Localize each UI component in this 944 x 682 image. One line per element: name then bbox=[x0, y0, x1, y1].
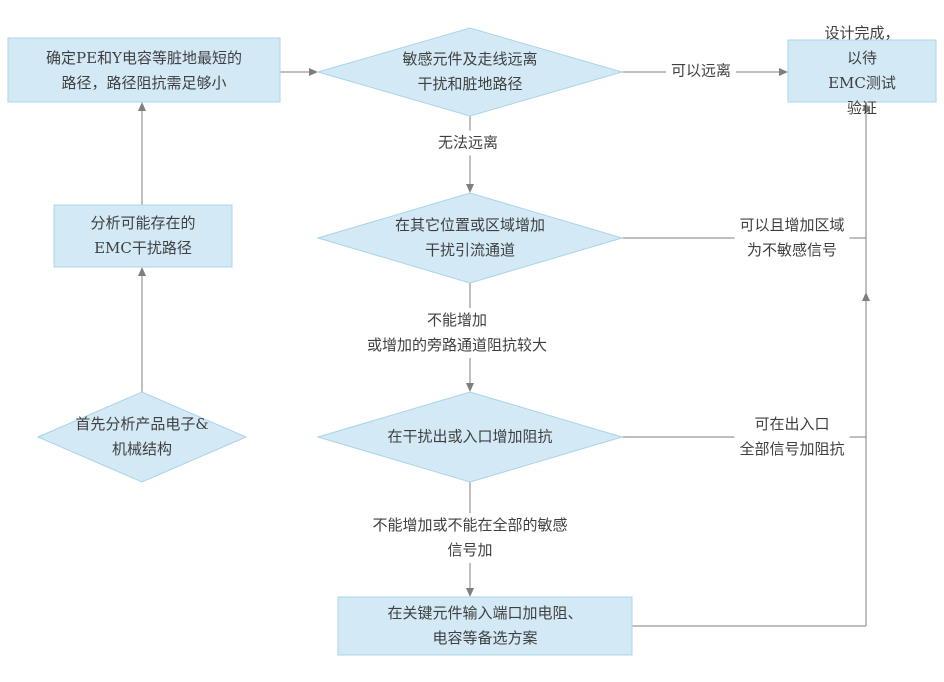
edge-label-can-add-area: 可以且增加区域 为不敏感信号 bbox=[734, 213, 850, 263]
node-sensitive-decision: 敏感元件及走线远离 干扰和脏地路径 bbox=[402, 50, 538, 93]
rect-shape-pe-path bbox=[7, 37, 281, 103]
edge-label-cannot-add-impedance: 不能增加或不能在全部的敏感 信号加 bbox=[367, 513, 573, 563]
node-start-analysis: 首先分析产品电子& 机械结构 bbox=[75, 415, 209, 458]
node-analyze-emc: 分析可能存在的 EMC干扰路径 bbox=[90, 214, 196, 257]
node-design-done: 设计完成，以待 EMC测试验证 bbox=[824, 24, 900, 117]
node-impedance-decision: 在干扰出或入口增加阻抗 bbox=[387, 427, 553, 446]
diamond-shape-impedance-decision bbox=[316, 391, 624, 483]
node-pe-path: 确定PE和Y电容等脏地最短的 路径，路径阻抗需足够小 bbox=[46, 49, 242, 92]
diamond-shape-start-analysis bbox=[36, 391, 248, 483]
rect-shape-analyze-emc bbox=[53, 204, 233, 268]
edge-label-can-keep-away: 可以远离 bbox=[665, 58, 737, 84]
node-bypass-decision: 在其它位置或区域增加 干扰引流通道 bbox=[394, 216, 546, 259]
edge-label-cannot-add-bypass: 不能增加 或增加的旁路通道阻抗较大 bbox=[361, 308, 553, 358]
arrowheads bbox=[138, 68, 870, 597]
rect-shape-design-done bbox=[787, 39, 937, 103]
diamond-shape-bypass-decision bbox=[316, 192, 624, 284]
edge-label-can-add-impedance: 可在出入口 全部信号加阻抗 bbox=[734, 412, 850, 462]
node-fallback-plan: 在关键元件输入端口加电阻、 电容等备选方案 bbox=[387, 604, 583, 647]
edge-label-cannot-keep-away: 无法远离 bbox=[432, 130, 504, 156]
diamond-shape-sensitive-decision bbox=[316, 27, 624, 117]
rect-shape-fallback-plan bbox=[337, 596, 633, 656]
